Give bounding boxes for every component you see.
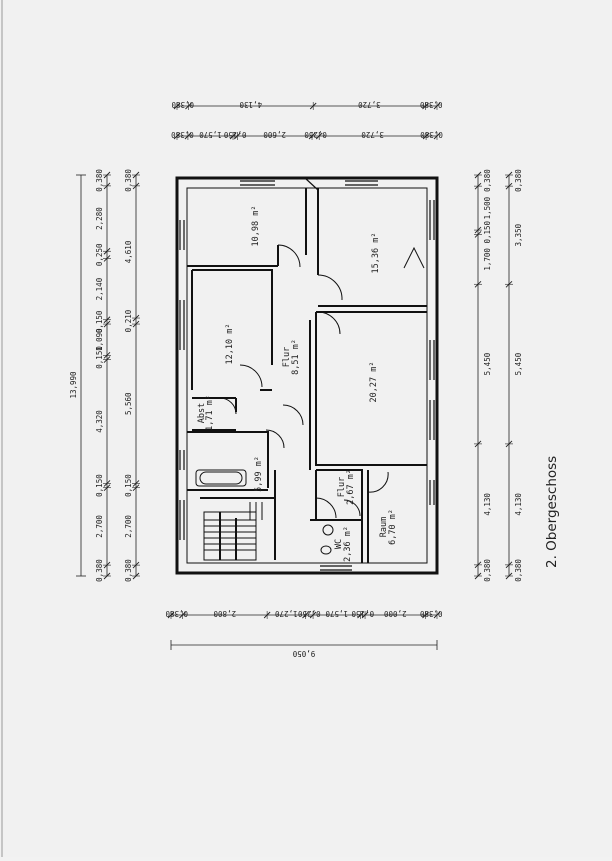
top_inner-label: 1,570 bbox=[199, 130, 222, 139]
left_inner-label: 0,380 bbox=[95, 169, 104, 192]
left_outer-label: 0,380 bbox=[124, 559, 133, 582]
overall-depth-dimension: 13,990 bbox=[69, 174, 86, 577]
room-labels: 10,98 m² 15,36 m² 12,10 m² Flur 8,51 m² … bbox=[197, 206, 398, 562]
top_inner-label: 2,600 bbox=[263, 130, 286, 139]
left_inner-label: 2,140 bbox=[95, 277, 104, 300]
overall-width-dimension: 9,050 bbox=[170, 640, 438, 658]
left_inner-label: 0,150 bbox=[95, 310, 104, 333]
bottom_inner-label: 1,270 bbox=[275, 609, 298, 618]
dimension-left-inner: 0,3802,7000,1504,3200,1501,0900,1502,140… bbox=[95, 169, 111, 582]
left_outer-label: 5,560 bbox=[124, 392, 133, 415]
right_inner-label: 5,450 bbox=[483, 352, 492, 375]
top_inner-label: 0,380 bbox=[171, 130, 194, 139]
room-label-r1: 10,98 m² bbox=[251, 206, 261, 247]
room-label-r9-area: 2,36 m² bbox=[343, 526, 353, 562]
room-label-r10-area: 6,70 m² bbox=[388, 509, 398, 545]
bottom_inner-label: 0,380 bbox=[419, 609, 442, 618]
right_inner-label: 1,500 bbox=[483, 196, 492, 219]
building-walls bbox=[175, 176, 439, 575]
left_outer-label: 0,380 bbox=[124, 169, 133, 192]
top_outer-label: 3,720 bbox=[358, 100, 381, 109]
right_outer-label: 3,350 bbox=[514, 223, 523, 246]
right_outer-label: 0,380 bbox=[514, 169, 523, 192]
bathtub bbox=[195, 469, 247, 487]
top_inner-label: 0,380 bbox=[420, 130, 443, 139]
left_inner-label: 2,700 bbox=[95, 515, 104, 538]
room-label-r6-name: Abst bbox=[197, 403, 207, 423]
right_inner-label: 1,700 bbox=[483, 248, 492, 271]
room-label-r8-name: Flur bbox=[337, 477, 347, 497]
top_outer-label: 0,380 bbox=[419, 100, 442, 109]
dimension-left-outer: 0,380 2,700 0,150 5,560 0,210 4,610 0,380 bbox=[124, 169, 140, 582]
left_inner-label: 1,090 bbox=[95, 328, 104, 351]
left_outer-label: 0,210 bbox=[124, 309, 133, 332]
right_inner-label: 0,380 bbox=[483, 559, 492, 582]
left_outer-label: 0,150 bbox=[124, 474, 133, 497]
room-label-r4-area: 8,51 m² bbox=[291, 339, 301, 375]
wc-fixtures bbox=[320, 524, 334, 555]
right_inner-label: 0,150 bbox=[483, 220, 492, 243]
left_outer-label: 4,610 bbox=[124, 240, 133, 263]
dimension-right-outer: 0,380 4,130 5,450 3,350 0,380 bbox=[505, 169, 523, 582]
left_inner-label: 4,320 bbox=[95, 410, 104, 433]
room-label-r4-name: Flur bbox=[282, 347, 292, 367]
left_inner-label: 0,150 bbox=[95, 474, 104, 497]
left_inner-label: 0,250 bbox=[95, 243, 104, 266]
interior-walls bbox=[187, 188, 427, 563]
right_outer-label: 5,450 bbox=[514, 352, 523, 375]
room-label-r3: 12,10 m² bbox=[225, 324, 235, 365]
right_inner-label: 0,380 bbox=[483, 169, 492, 192]
top_inner-label: 0,250 bbox=[304, 130, 327, 139]
room-label-r6-area: 1,71 m² bbox=[205, 395, 215, 431]
left_inner-label: 2,280 bbox=[95, 207, 104, 230]
room-label-r7: 5,99 m² bbox=[254, 456, 264, 492]
overall-depth-label: 13,990 bbox=[69, 371, 78, 399]
room-label-r5: 20,27 m² bbox=[369, 362, 379, 403]
top_inner-label: 3,720 bbox=[361, 130, 384, 139]
bottom_inner-label: 2,800 bbox=[213, 609, 236, 618]
top_outer-label: 4,130 bbox=[239, 100, 262, 109]
top_outer-label: 0,380 bbox=[171, 100, 194, 109]
top_inner-label: 0,150 bbox=[223, 130, 246, 139]
bottom_inner-label: 0,250 bbox=[298, 609, 321, 618]
room-label-r2: 15,36 m² bbox=[371, 233, 381, 274]
staircase bbox=[203, 502, 263, 561]
bottom_inner-label: 1,570 bbox=[325, 609, 348, 618]
right_inner-label: 4,130 bbox=[483, 493, 492, 516]
room-label-r8-area: 2,67 m² bbox=[346, 469, 356, 505]
overall-width-label: 9,050 bbox=[292, 649, 315, 658]
dimension-top-outer: 0,380 4,130 3,720 0,380 bbox=[171, 100, 443, 110]
bottom_inner-label: 0,150 bbox=[351, 609, 374, 618]
door-swings bbox=[219, 244, 425, 519]
left_inner-label: 0,380 bbox=[95, 559, 104, 582]
room-label-r9-name: WC bbox=[334, 539, 344, 549]
bottom_inner-label: 2,000 bbox=[384, 609, 407, 618]
right_outer-label: 4,130 bbox=[514, 493, 523, 516]
sheet-title: 2. Obergeschoss bbox=[544, 456, 560, 568]
left_outer-label: 2,700 bbox=[124, 515, 133, 538]
right_outer-label: 0,380 bbox=[514, 559, 523, 582]
left_inner-label: 0,150 bbox=[95, 346, 104, 369]
room-label-r10-name: Raum bbox=[379, 517, 389, 537]
bottom_inner-label: 0,380 bbox=[165, 609, 188, 618]
